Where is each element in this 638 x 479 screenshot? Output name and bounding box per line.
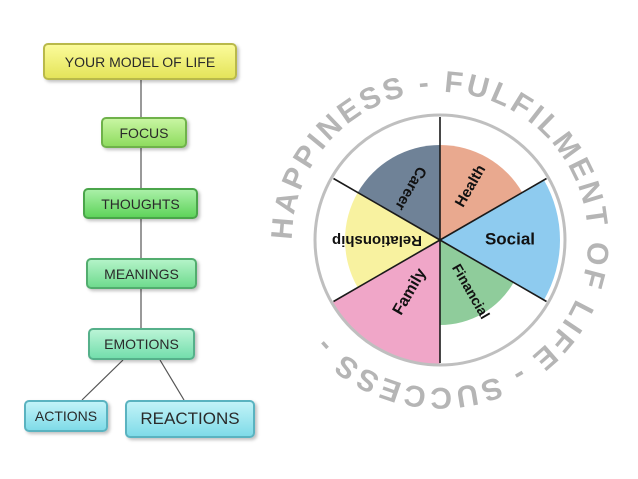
connector-emotions-reactions xyxy=(159,359,185,401)
spoke-1 xyxy=(439,177,547,241)
node-thoughts: THOUGHTS xyxy=(83,188,198,219)
segment-financial xyxy=(440,240,514,325)
spoke-2 xyxy=(439,239,547,303)
node-emotions: EMOTIONS xyxy=(88,328,195,360)
wheel-outer-border xyxy=(313,113,567,367)
label-social: Social xyxy=(485,229,535,248)
node-actions: ACTIONS xyxy=(24,400,108,432)
node-reactions: REACTIONS xyxy=(125,400,255,438)
connector-emotions-actions xyxy=(81,359,124,401)
spoke-4 xyxy=(333,239,441,303)
node-meanings: MEANINGS xyxy=(86,258,197,289)
segment-career xyxy=(357,145,440,240)
node-your-model-of-life: YOUR MODEL OF LIFE xyxy=(43,43,237,80)
wheel-spokes xyxy=(333,117,547,363)
wheel-segments xyxy=(331,145,560,365)
segment-social xyxy=(440,180,560,300)
node-focus: FOCUS xyxy=(101,117,187,148)
label-relationship: Relationship xyxy=(332,232,422,249)
segment-relationship xyxy=(345,192,440,288)
spoke-5 xyxy=(333,177,441,241)
segment-health xyxy=(440,145,523,240)
life-wheel: HAPPINESS - FULFILMENT OF LIFE - SUCCESS… xyxy=(266,66,612,414)
